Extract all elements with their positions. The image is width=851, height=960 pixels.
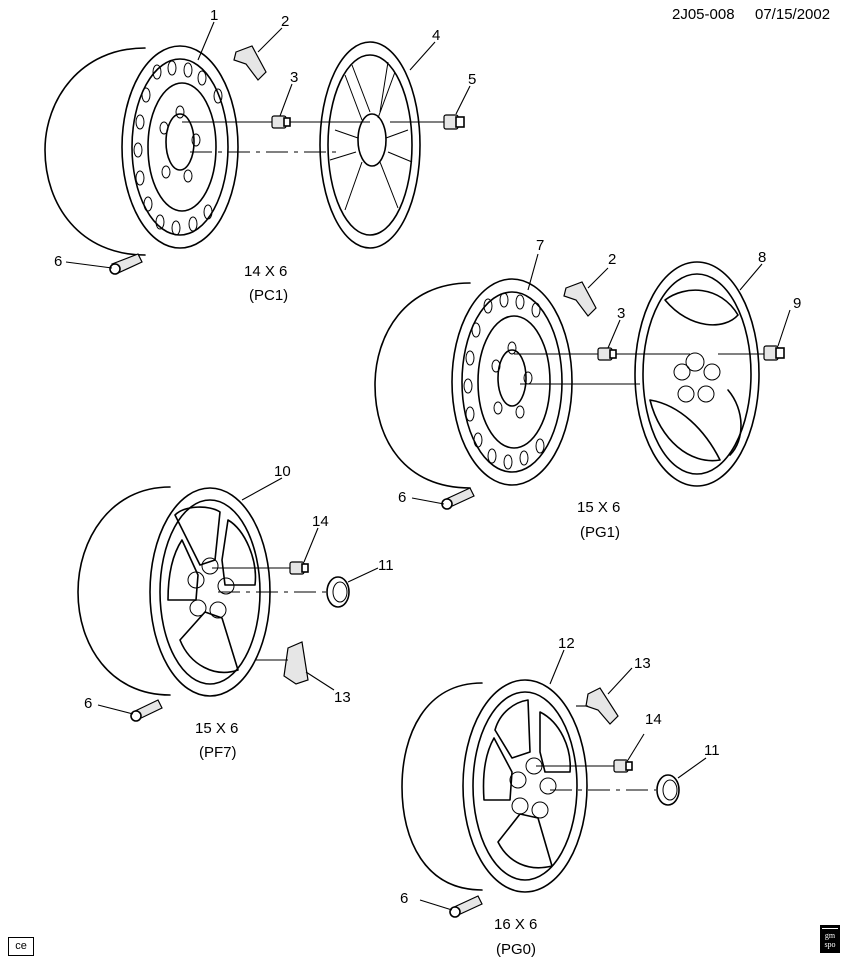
wheel-group-pc1: 1 2 3 4 5 6 14 X 6 (PC1) [44, 7, 476, 304]
callout-6b: 6 [398, 489, 406, 506]
wheel-size-2: 15 X 6 [577, 499, 620, 516]
valve-stem-6b [441, 487, 475, 510]
steel-wheel-15x6 [374, 278, 573, 489]
valve-stem-6a [109, 253, 143, 275]
callout-11a: 11 [378, 557, 394, 574]
wheel-nut-3b [597, 347, 617, 361]
callout-14b: 14 [645, 711, 662, 728]
wheel-cover-4 [319, 41, 421, 249]
center-cap-11a [326, 576, 350, 608]
balance-weight-13a [283, 641, 309, 685]
wheel-size-4: 16 X 6 [494, 916, 537, 933]
valve-stem-6c [130, 699, 163, 722]
wheel-option-3: (PF7) [199, 744, 237, 761]
callout-6c: 6 [84, 695, 92, 712]
wheel-group-pf7: 10 14 11 13 6 15 X 6 (PF7) [77, 463, 394, 761]
gm-spo-logo-text: gm spo [822, 928, 838, 949]
callout-6d: 6 [400, 890, 408, 907]
balance-weight-2a [233, 45, 267, 81]
callout-8: 8 [758, 249, 766, 266]
callout-9: 9 [793, 295, 801, 312]
steel-wheel-14x6 [44, 45, 239, 256]
wheel-nut-14a [289, 561, 309, 575]
callout-3b: 3 [617, 305, 625, 322]
diagram-date: 07/15/2002 [755, 6, 830, 23]
callout-10: 10 [274, 463, 291, 480]
ce-mark: ce [8, 937, 34, 956]
callout-7: 7 [536, 237, 544, 254]
callout-5: 5 [468, 71, 476, 88]
diagram-code: 2J05-008 [672, 6, 735, 23]
wheel-size-1: 14 X 6 [244, 263, 287, 280]
balance-weight-2b [563, 281, 597, 317]
wheel-nut-3a [271, 115, 291, 129]
wheel-nut-9 [763, 345, 785, 361]
wheel-size-3: 15 X 6 [195, 720, 238, 737]
callout-13b: 13 [634, 655, 651, 672]
callout-4: 4 [432, 27, 440, 44]
callout-14a: 14 [312, 513, 329, 530]
balance-weight-13b [585, 687, 619, 725]
callout-1: 1 [210, 7, 218, 24]
wheel-nut-5 [443, 114, 465, 130]
callout-3a: 3 [290, 69, 298, 86]
callout-2b: 2 [608, 251, 616, 268]
wheel-cover-8 [634, 261, 760, 487]
center-cap-11b [656, 774, 680, 806]
wheel-option-2: (PG1) [580, 524, 620, 541]
callout-2a: 2 [281, 13, 289, 30]
alloy-wheel-15x6-pf7 [77, 486, 271, 697]
alloy-wheel-16x6-pg0 [401, 679, 588, 893]
callout-12: 12 [558, 635, 575, 652]
wheel-option-1: (PC1) [249, 287, 288, 304]
gm-spo-logo-icon: gm spo [820, 925, 840, 953]
wheel-nut-14b [613, 759, 633, 773]
valve-stem-6d [449, 895, 483, 918]
wheel-option-4: (PG0) [496, 941, 536, 958]
wheel-group-pg1: 7 2 3 8 9 6 15 X 6 (PG1) [374, 237, 801, 541]
wheel-group-pg0: 12 13 14 11 6 16 X 6 (PG0) [400, 635, 720, 958]
callout-11b: 11 [704, 742, 720, 759]
callout-13a: 13 [334, 689, 351, 706]
callout-6a: 6 [54, 253, 62, 270]
